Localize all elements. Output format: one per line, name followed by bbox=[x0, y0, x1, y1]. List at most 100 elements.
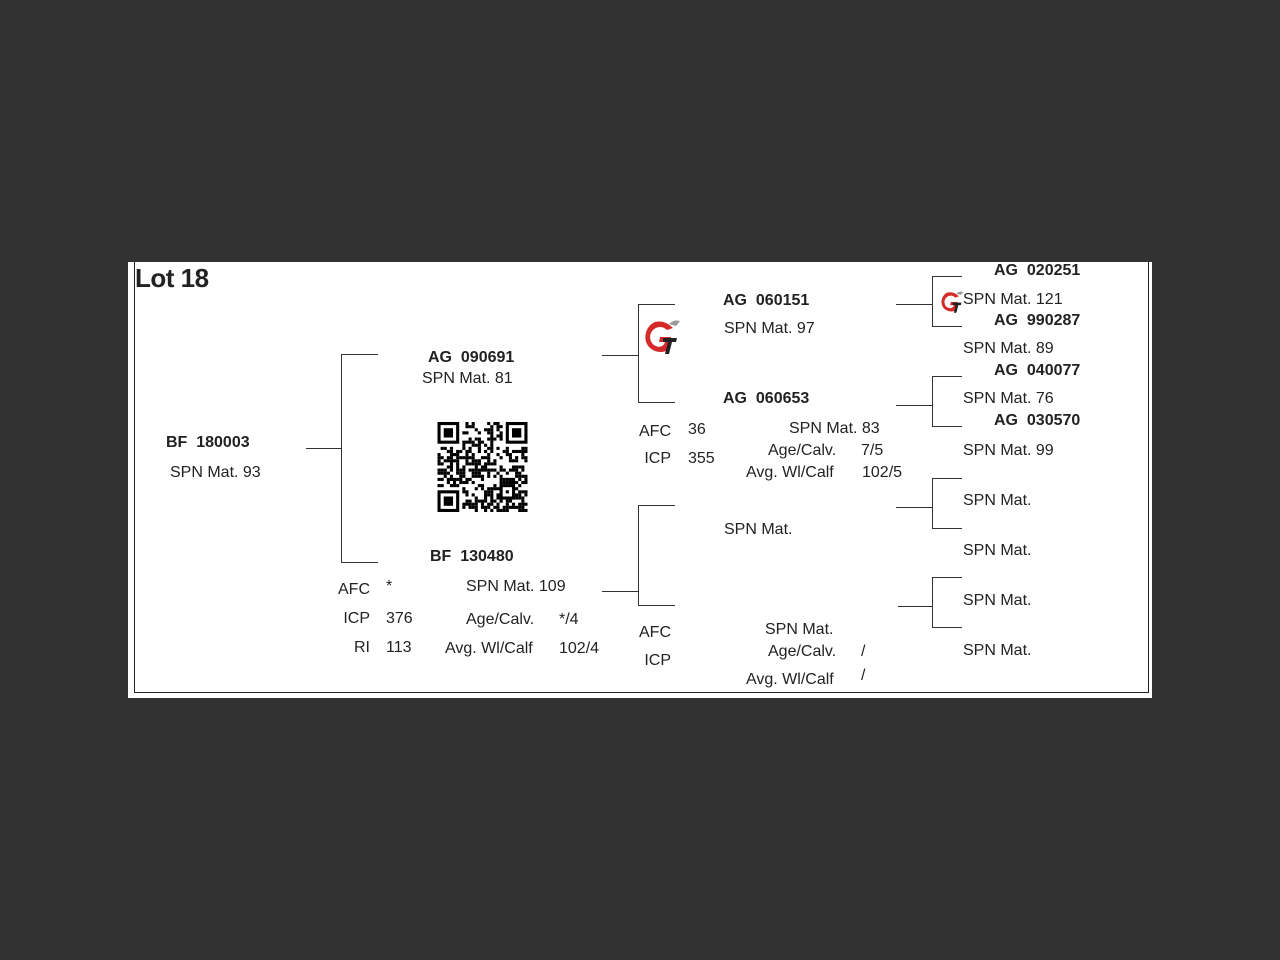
dam-dam-wi-value: / bbox=[861, 667, 866, 684]
gen3-3-id: AG 040077 bbox=[994, 362, 1080, 380]
dam-id: BF 130480 bbox=[430, 548, 514, 566]
sire-dam-id-prefix: AG bbox=[723, 390, 747, 407]
sire-id: AG 090691 bbox=[428, 349, 514, 367]
dam-sire-spn: SPN Mat. bbox=[724, 521, 793, 538]
connector-line bbox=[638, 505, 675, 506]
sire-dam-icp-label: ICP bbox=[644, 450, 671, 467]
connector-line bbox=[932, 577, 933, 628]
gen3-1-id: AG 020251 bbox=[994, 262, 1080, 280]
gen3-1-id-number: 020251 bbox=[1026, 262, 1081, 279]
sire-dam-id-number: 060653 bbox=[755, 390, 810, 407]
dam-dam-afc-label: AFC bbox=[639, 624, 671, 641]
gen3-8-spn: SPN Mat. bbox=[963, 642, 1032, 659]
gen3-4-id: AG 030570 bbox=[994, 412, 1080, 430]
gen3-1-id-prefix: AG bbox=[994, 262, 1018, 279]
sire-dam-spn: SPN Mat. 83 bbox=[789, 420, 880, 437]
dam-wi-label: Avg. Wl/Calf bbox=[445, 640, 533, 657]
qr-code-icon bbox=[437, 422, 528, 512]
connector-line bbox=[932, 326, 962, 327]
dam-age-value: */4 bbox=[559, 611, 579, 628]
gen3-7-spn: SPN Mat. bbox=[963, 592, 1032, 609]
connector-line bbox=[638, 402, 675, 403]
dam-age-label: Age/Calv. bbox=[466, 611, 535, 628]
dam-dam-age-value: / bbox=[861, 643, 866, 660]
sire-id-number: 090691 bbox=[460, 349, 515, 366]
gen3-3-id-number: 040077 bbox=[1026, 362, 1081, 379]
gen3-3-id-prefix: AG bbox=[994, 362, 1018, 379]
connector-line bbox=[932, 276, 962, 277]
sheet-frame bbox=[134, 262, 1149, 693]
sire-dam-icp-value: 355 bbox=[688, 450, 715, 467]
connector-line bbox=[602, 355, 638, 356]
dam-afc-label: AFC bbox=[338, 581, 370, 598]
connector-line bbox=[898, 606, 932, 607]
connector-line bbox=[638, 505, 639, 606]
connector-line bbox=[932, 528, 962, 529]
connector-line bbox=[932, 426, 962, 427]
connector-line bbox=[306, 448, 341, 449]
sire-sire-id: AG 060151 bbox=[723, 292, 809, 310]
gen3-3-spn: SPN Mat. 76 bbox=[963, 390, 1054, 407]
sire-dam-id: AG 060653 bbox=[723, 390, 809, 408]
sire-spn: SPN Mat. 81 bbox=[422, 370, 513, 387]
animal-spn: SPN Mat. 93 bbox=[170, 464, 261, 481]
connector-line bbox=[638, 605, 675, 606]
gen3-4-spn: SPN Mat. 99 bbox=[963, 442, 1054, 459]
dam-ri-label: RI bbox=[354, 639, 370, 656]
connector-line bbox=[602, 591, 638, 592]
connector-line bbox=[638, 304, 675, 305]
dam-id-prefix: BF bbox=[430, 548, 452, 565]
connector-line bbox=[896, 507, 932, 508]
dam-dam-wi-label: Avg. Wl/Calf bbox=[746, 671, 834, 688]
connector-line bbox=[896, 405, 932, 406]
dam-ri-value: 113 bbox=[386, 639, 412, 656]
sire-sire-id-prefix: AG bbox=[723, 292, 747, 309]
connector-line bbox=[638, 304, 639, 403]
sire-dam-afc-value: 36 bbox=[688, 421, 706, 438]
connector-line bbox=[932, 276, 933, 327]
sire-sire-spn: SPN Mat. 97 bbox=[724, 320, 815, 337]
sire-dam-wi-label: Avg. Wl/Calf bbox=[746, 464, 834, 481]
connector-line bbox=[932, 376, 933, 427]
animal-id-number: 180003 bbox=[196, 434, 250, 451]
dam-dam-age-label: Age/Calv. bbox=[768, 643, 837, 660]
gen3-1-spn: SPN Mat. 121 bbox=[963, 291, 1063, 308]
dam-wi-value: 102/4 bbox=[559, 640, 600, 657]
gen3-6-spn: SPN Mat. bbox=[963, 542, 1032, 559]
connector-line bbox=[932, 478, 962, 479]
gen3-2-spn: SPN Mat. 89 bbox=[963, 340, 1054, 357]
dam-dam-icp-label: ICP bbox=[644, 652, 671, 669]
gen3-4-id-prefix: AG bbox=[994, 412, 1018, 429]
sire-dam-wi-value: 102/5 bbox=[862, 464, 903, 481]
gt-logo-icon bbox=[645, 320, 680, 354]
gen3-4-id-number: 030570 bbox=[1026, 412, 1081, 429]
connector-line bbox=[932, 478, 933, 529]
connector-line bbox=[341, 562, 378, 563]
sire-dam-afc-label: AFC bbox=[639, 423, 671, 440]
gen3-2-id-number: 990287 bbox=[1026, 312, 1081, 329]
sire-id-prefix: AG bbox=[428, 349, 452, 366]
animal-id: BF 180003 bbox=[166, 434, 250, 452]
sire-dam-age-value: 7/5 bbox=[861, 442, 884, 459]
pedigree-sheet: Lot 18 BF 180003 SPN Mat. 93 AG 090691 S… bbox=[128, 262, 1152, 698]
sire-dam-age-label: Age/Calv. bbox=[768, 442, 837, 459]
gt-logo-icon bbox=[941, 291, 964, 313]
gen3-2-id-prefix: AG bbox=[994, 312, 1018, 329]
sire-sire-id-number: 060151 bbox=[755, 292, 810, 309]
animal-id-prefix: BF bbox=[166, 434, 188, 451]
gen3-2-id: AG 990287 bbox=[994, 312, 1080, 330]
dam-afc-value: * bbox=[386, 578, 393, 595]
dam-icp-value: 376 bbox=[386, 610, 413, 627]
connector-line bbox=[932, 577, 962, 578]
lot-title: Lot 18 bbox=[135, 263, 209, 293]
connector-line bbox=[341, 354, 378, 355]
connector-line bbox=[932, 376, 962, 377]
dam-spn: SPN Mat. 109 bbox=[466, 578, 566, 595]
dam-icp-label: ICP bbox=[343, 610, 370, 627]
dam-dam-spn: SPN Mat. bbox=[765, 621, 834, 638]
connector-line bbox=[341, 354, 342, 563]
connector-line bbox=[932, 627, 962, 628]
gen3-5-spn: SPN Mat. bbox=[963, 492, 1032, 509]
dam-id-number: 130480 bbox=[460, 548, 514, 565]
connector-line bbox=[896, 304, 932, 305]
